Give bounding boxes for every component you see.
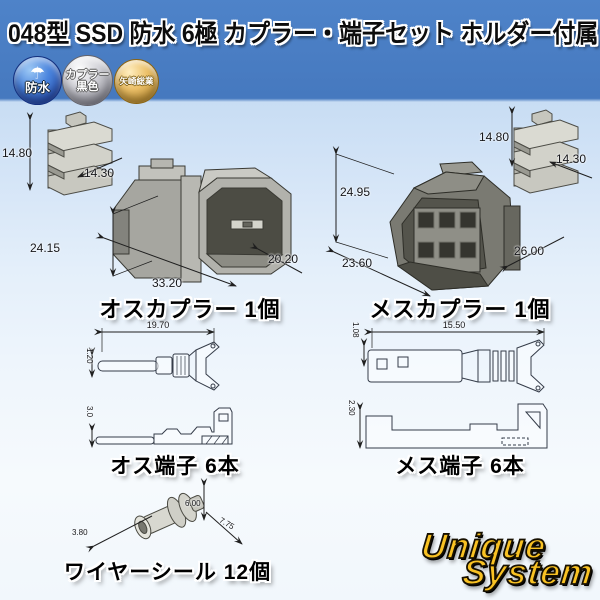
male-coupler-caption: オスカプラー 1個: [99, 297, 281, 322]
dim-female-terminal-length: 15.50: [442, 320, 466, 330]
dim-female-coupler-height: 24.95: [340, 185, 371, 199]
dim-female-holder-width: 14.30: [556, 152, 587, 166]
page-title: 048型 SSD 防水 6極 カプラー・端子セット ホルダー付属: [8, 20, 599, 48]
dim-female-terminal-width: 1.08: [351, 322, 360, 338]
female-terminal-caption: メス端子 6本: [395, 455, 525, 478]
unique-system-logo: Unique System: [397, 526, 600, 593]
coupler-color-line2: 黒色: [76, 80, 99, 93]
maker-label: 矢崎総業: [119, 76, 154, 86]
waterproof-label: 防水: [24, 81, 50, 95]
dim-male-holder-width: 14.30: [84, 166, 115, 180]
dim-male-coupler-depth: 20.20: [268, 252, 299, 266]
dim-female-coupler-depth: 26.00: [514, 244, 545, 258]
coupler-color-line1: カプラー: [65, 68, 110, 81]
dim-female-coupler-width: 23.60: [342, 256, 373, 270]
dim-male-coupler-height: 24.15: [30, 241, 61, 255]
dim-wire-seal-height: 6.00: [185, 499, 201, 508]
dim-wire-seal-diameter: 3.80: [72, 528, 88, 537]
umbrella-icon: ☂: [29, 64, 46, 83]
male-terminal-caption: オス端子 6本: [110, 455, 240, 478]
female-coupler-caption: メスカプラー 1個: [369, 297, 551, 322]
dim-female-terminal-side-height: 2.30: [347, 400, 356, 416]
female-coupler-drawing: [389, 161, 521, 291]
dim-wire-seal-length: 7.75: [217, 515, 236, 532]
dim-male-terminal-length: 19.70: [146, 320, 170, 330]
dim-female-holder-height: 14.80: [479, 130, 510, 144]
dim-male-terminal-side-height: 3.0: [85, 406, 94, 418]
waterproof-badge: ☂ 防水: [13, 56, 62, 105]
male-coupler-drawing: [112, 158, 292, 283]
male-holder-drawing: [47, 111, 113, 196]
maker-badge: 矢崎総業: [114, 59, 159, 104]
dim-male-coupler-width: 33.20: [152, 276, 183, 290]
wire-seal-caption: ワイヤーシール 12個: [63, 561, 272, 584]
coupler-color-badge: カプラー 黒色: [62, 55, 113, 106]
dim-male-holder-height: 14.80: [2, 146, 33, 160]
wire-seal-drawing: [134, 492, 205, 540]
dim-male-terminal-width: 1.20: [85, 348, 94, 364]
